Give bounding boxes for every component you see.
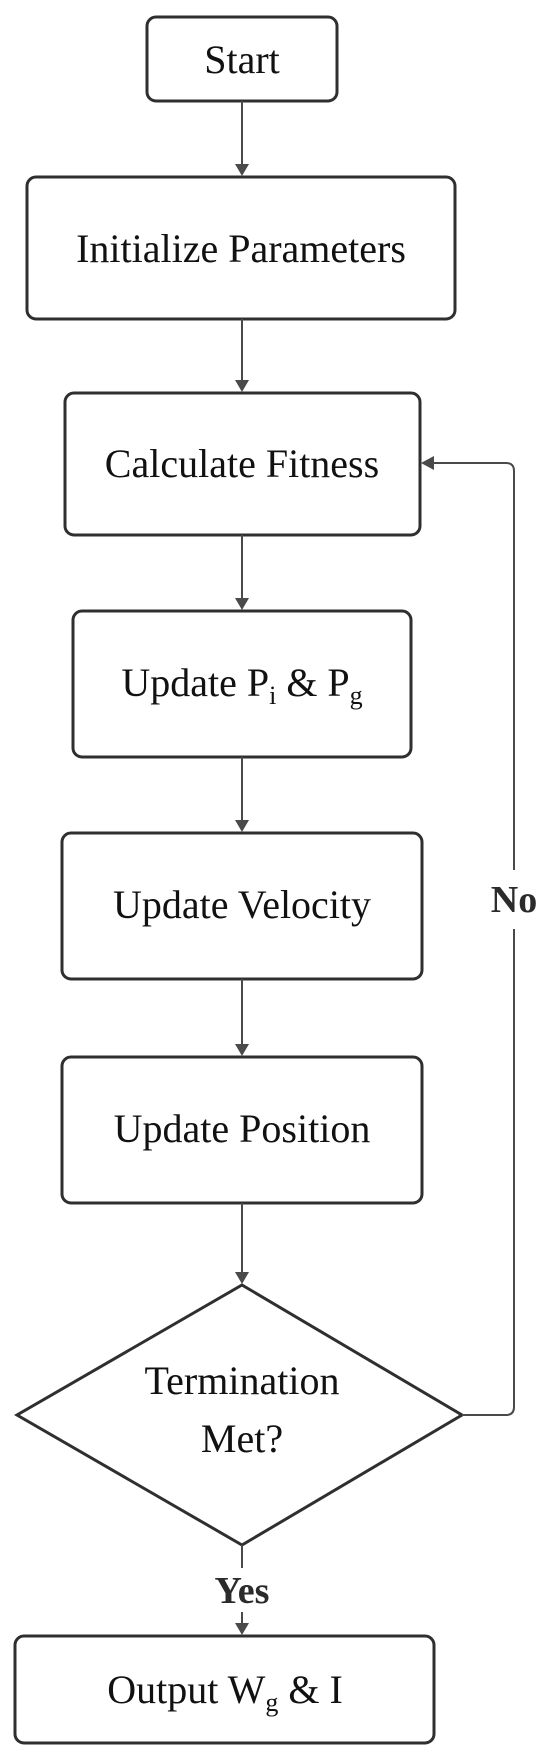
initialize-parameters-label: Initialize Parameters	[76, 226, 406, 271]
initialize-parameters-node: Initialize Parameters	[25, 175, 457, 321]
yes-label: Yes	[215, 1570, 270, 1612]
connector-no-loop	[421, 456, 515, 1416]
update-position-label: Update Position	[114, 1106, 371, 1151]
update-position-node: Update Position	[60, 1055, 424, 1205]
connector-update-best-to-velocity	[235, 757, 249, 832]
termination-line-2: Met?	[201, 1416, 283, 1461]
connector-start-to-init	[235, 101, 249, 176]
start-node: Start	[145, 15, 339, 103]
termination-line-1: Termination	[145, 1358, 340, 1403]
connector-velocity-to-position	[235, 979, 249, 1056]
update-personal-global-best-node: Update Pi & Pg	[71, 609, 413, 759]
connector-decision-to-output	[235, 1545, 249, 1635]
no-label: No	[491, 879, 537, 921]
connector-init-to-fitness	[235, 319, 249, 392]
output-node-label: Output Wg & I	[107, 1667, 343, 1717]
output-node: Output Wg & I	[13, 1634, 436, 1745]
connector-fitness-to-update-best	[235, 535, 249, 610]
connector-position-to-decision	[235, 1203, 249, 1284]
update-velocity-node: Update Velocity	[60, 831, 424, 981]
calculate-fitness-label: Calculate Fitness	[105, 441, 379, 486]
update-velocity-label: Update Velocity	[113, 882, 371, 927]
calculate-fitness-node: Calculate Fitness	[63, 391, 422, 537]
update-personal-global-best-label: Update Pi & Pg	[121, 660, 362, 710]
termination-decision-node: Termination Met?	[14, 1283, 465, 1547]
start-node-label: Start	[204, 37, 280, 82]
